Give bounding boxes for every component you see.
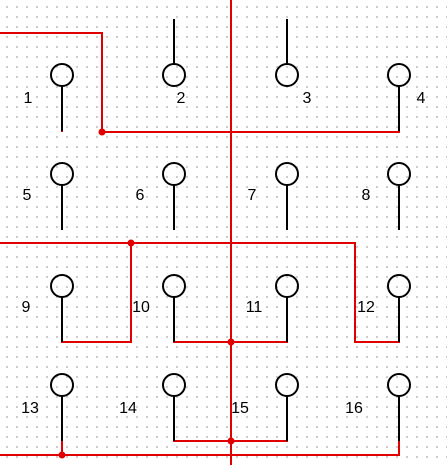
pin-13[interactable]: 13	[21, 373, 74, 441]
pin-circle-icon[interactable]	[387, 274, 411, 298]
pin-label: 4	[417, 90, 426, 107]
wire-1	[0, 32, 400, 133]
pin-label: 7	[248, 187, 257, 204]
pin-label: 15	[231, 400, 249, 417]
pin-14[interactable]: 14	[119, 373, 186, 441]
pin-7[interactable]: 7	[248, 162, 299, 230]
pin-circle-icon[interactable]	[162, 274, 186, 298]
pin-15[interactable]: 15	[231, 373, 299, 441]
junction-dot-5	[58, 451, 66, 459]
pin-label: 1	[24, 90, 33, 107]
pin-label: 2	[177, 90, 186, 107]
pin-circle-icon[interactable]	[387, 162, 411, 186]
pin-2[interactable]: 2	[162, 19, 186, 107]
wire-8	[0, 440, 400, 456]
junction-dot-2	[127, 239, 135, 247]
pin-1[interactable]: 1	[24, 63, 74, 131]
junction-dot-4	[227, 437, 235, 445]
junction-dot-3	[227, 338, 235, 346]
pin-circle-icon[interactable]	[387, 63, 411, 87]
pin-circle-icon[interactable]	[275, 162, 299, 186]
pin-circle-icon[interactable]	[50, 162, 74, 186]
pin-circle-icon[interactable]	[162, 162, 186, 186]
pin-label: 9	[22, 299, 31, 316]
pin-label: 6	[136, 187, 145, 204]
pin-label: 3	[303, 90, 312, 107]
pin-11[interactable]: 11	[246, 274, 299, 342]
junctions	[58, 128, 235, 459]
pin-3[interactable]: 3	[275, 19, 312, 107]
pin-5[interactable]: 5	[23, 162, 74, 230]
pin-circle-icon[interactable]	[50, 274, 74, 298]
pin-circle-icon[interactable]	[50, 373, 74, 397]
wire-4	[0, 242, 400, 343]
pin-label: 8	[362, 187, 371, 204]
pin-circle-icon[interactable]	[50, 63, 74, 87]
pin-label: 14	[119, 400, 137, 417]
junction-dot-1	[98, 128, 106, 136]
pin-circle-icon[interactable]	[387, 373, 411, 397]
pin-label: 5	[23, 187, 32, 204]
pin-label: 11	[246, 299, 263, 316]
pin-16[interactable]: 16	[345, 373, 411, 441]
pin-10[interactable]: 10	[132, 274, 186, 342]
pin-circle-icon[interactable]	[162, 63, 186, 87]
pin-4[interactable]: 4	[387, 63, 426, 131]
pin-label: 10	[132, 299, 150, 316]
pin-circle-icon[interactable]	[275, 63, 299, 87]
pin-9[interactable]: 9	[22, 274, 74, 342]
pin-12[interactable]: 12	[357, 274, 411, 342]
pin-circle-icon[interactable]	[275, 274, 299, 298]
pin-label: 16	[345, 400, 363, 417]
pin-6[interactable]: 6	[136, 162, 186, 230]
pin-label: 12	[357, 299, 375, 316]
wire-5	[61, 243, 132, 343]
pin-8[interactable]: 8	[362, 162, 411, 230]
pin-label: 13	[21, 400, 39, 417]
pin-circle-icon[interactable]	[162, 373, 186, 397]
pin-circle-icon[interactable]	[275, 373, 299, 397]
